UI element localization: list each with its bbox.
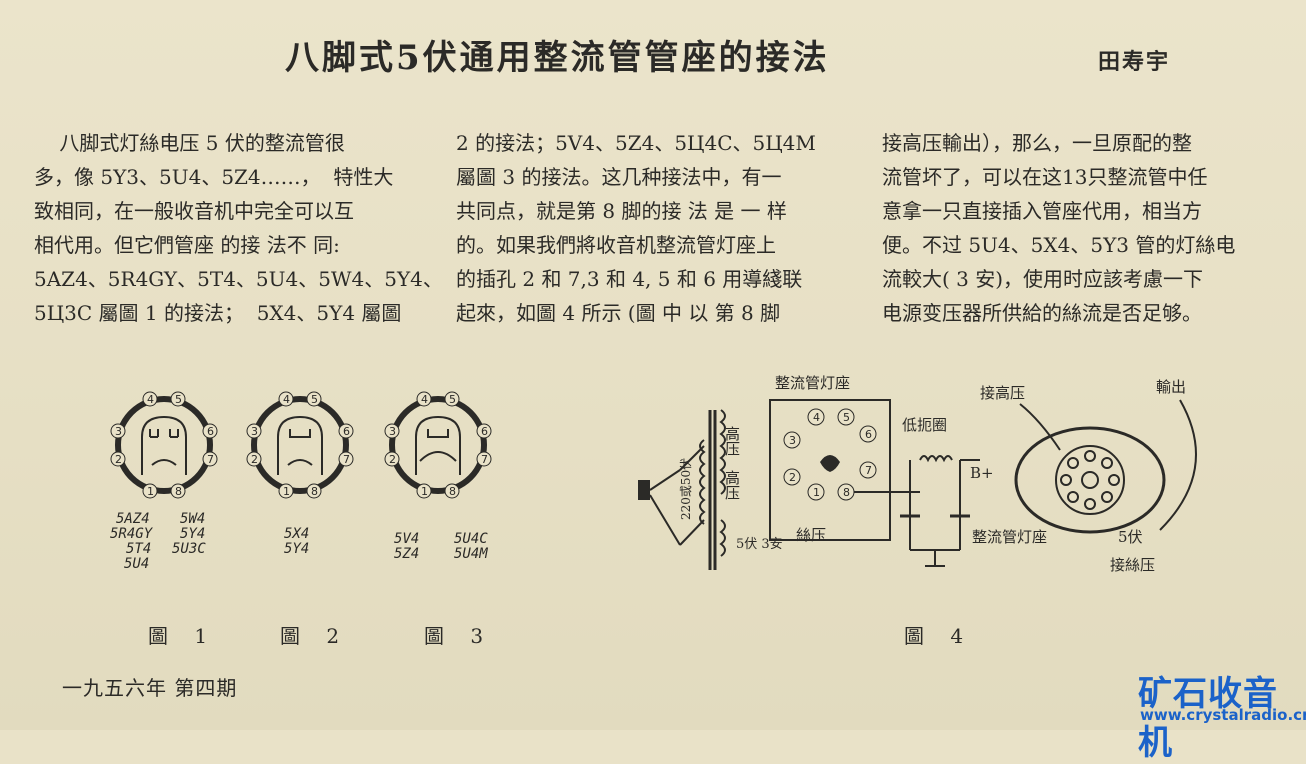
svg-text:1: 1 bbox=[147, 485, 154, 498]
fig3-type-5v4: 5V4 bbox=[394, 531, 419, 547]
fig4-connect-hv-label: 接高压 bbox=[980, 384, 1025, 402]
svg-text:1: 1 bbox=[813, 486, 820, 499]
fig4-output-label: 輸出 bbox=[1156, 378, 1186, 396]
fig2-type-5x4: 5X4 bbox=[284, 526, 309, 542]
figure-4-caption: 圖 4 bbox=[904, 624, 974, 648]
watermark-url: www.crystalradio.cn bbox=[1140, 706, 1306, 724]
fig1-type-5t4: 5T4 bbox=[126, 541, 151, 557]
text-column-1: 八脚式灯絲电压 5 伏的整流管很 多，像 5Y3、5U4、5Z4……， 特性大 … bbox=[34, 131, 443, 325]
svg-text:4: 4 bbox=[147, 393, 154, 406]
fig4-socket-label: 整流管灯座 bbox=[775, 374, 850, 392]
svg-text:6: 6 bbox=[865, 428, 872, 441]
svg-text:7: 7 bbox=[865, 464, 872, 477]
svg-text:7: 7 bbox=[343, 453, 350, 466]
fig1-type-5u4: 5U4 bbox=[124, 556, 149, 572]
fig4-choke-label: 低扼圈 bbox=[902, 416, 947, 434]
svg-text:5: 5 bbox=[843, 411, 850, 424]
fig3-type-5u4c: 5U4C bbox=[454, 531, 488, 547]
svg-text:7: 7 bbox=[481, 453, 488, 466]
svg-text:1: 1 bbox=[421, 485, 428, 498]
svg-text:8: 8 bbox=[843, 486, 850, 499]
svg-text:3: 3 bbox=[789, 434, 796, 447]
fig1-type-5u3c: 5U3C bbox=[172, 541, 206, 557]
fig4-socket2-label: 整流管灯座 bbox=[972, 528, 1047, 546]
svg-text:6: 6 bbox=[343, 425, 350, 438]
svg-text:8: 8 bbox=[311, 485, 318, 498]
issue-footer: 一九五六年 第四期 bbox=[62, 676, 238, 700]
svg-text:2: 2 bbox=[251, 453, 258, 466]
fig3-type-5u4m: 5U4M bbox=[454, 546, 488, 562]
svg-text:5: 5 bbox=[175, 393, 182, 406]
svg-text:6: 6 bbox=[207, 425, 214, 438]
fig2-type-5y4: 5Y4 bbox=[284, 541, 309, 557]
svg-text:5: 5 bbox=[311, 393, 318, 406]
figure-1-caption: 圖 1 bbox=[148, 624, 218, 648]
fig4-bplus-label: B+ bbox=[970, 464, 994, 482]
svg-text:7: 7 bbox=[207, 453, 214, 466]
figures-1-3: 4 5 3 6 2 7 1 8 5AZ4 5W4 5R4GY 5Y4 5T4 5… bbox=[110, 391, 492, 572]
svg-text:4: 4 bbox=[421, 393, 428, 406]
svg-text:3: 3 bbox=[115, 425, 122, 438]
svg-text:3: 3 bbox=[389, 425, 396, 438]
svg-text:4: 4 bbox=[813, 411, 820, 424]
figure-4-diagram: 高压 高压 220或50伏 5伏 3安 絲压 整流管灯座 4 5 3 6 2 7… bbox=[638, 374, 1197, 574]
text-column-2: 2 的接法；5V4、5Z4、5Ц4C、5Ц4M 屬圖 3 的接法。这几种接法中，… bbox=[456, 131, 816, 325]
article-title: 八脚式5伏通用整流管管座的接法 bbox=[285, 38, 830, 78]
article-author: 田寿宇 bbox=[1098, 49, 1171, 75]
svg-text:8: 8 bbox=[175, 485, 182, 498]
figure-3-diagram: 4 5 3 6 2 7 1 8 bbox=[384, 391, 492, 499]
fig4-filament-winding-label: 絲压 bbox=[796, 526, 826, 544]
fig4-hv-label-2: 高压 bbox=[723, 470, 741, 500]
svg-text:2: 2 bbox=[389, 453, 396, 466]
fig1-type-5y4: 5Y4 bbox=[180, 526, 205, 542]
figure-3-caption: 圖 3 bbox=[424, 624, 494, 648]
svg-text:2: 2 bbox=[789, 471, 796, 484]
fig1-type-5az4: 5AZ4 bbox=[116, 511, 150, 527]
fig4-hv-label-1: 高压 bbox=[723, 426, 741, 456]
svg-text:5: 5 bbox=[449, 393, 456, 406]
figure-2-diagram: 4 5 3 6 2 7 1 8 bbox=[246, 391, 354, 499]
svg-text:4: 4 bbox=[283, 393, 290, 406]
svg-text:3: 3 bbox=[251, 425, 258, 438]
figure-2-caption: 圖 2 bbox=[280, 624, 350, 648]
figure-1-diagram: 4 5 3 6 2 7 1 8 bbox=[110, 391, 218, 499]
svg-text:8: 8 bbox=[449, 485, 456, 498]
svg-text:1: 1 bbox=[283, 485, 290, 498]
text-column-3: 接高压輸出），那么，一旦原配的整 流管坏了，可以在这13只整流管中任 意拿一只直… bbox=[882, 131, 1236, 325]
fig4-connect-filament-label: 接絲压 bbox=[1110, 556, 1155, 574]
svg-text:6: 6 bbox=[481, 425, 488, 438]
fig1-type-5r4gy: 5R4GY bbox=[110, 526, 154, 542]
fig4-5v-label: 5伏 bbox=[1118, 528, 1143, 546]
fig4-mains-label: 220或50伏 bbox=[679, 458, 693, 520]
fig1-type-5w4: 5W4 bbox=[180, 511, 205, 527]
fig3-type-5z4: 5Z4 bbox=[394, 546, 419, 562]
svg-text:2: 2 bbox=[115, 453, 122, 466]
